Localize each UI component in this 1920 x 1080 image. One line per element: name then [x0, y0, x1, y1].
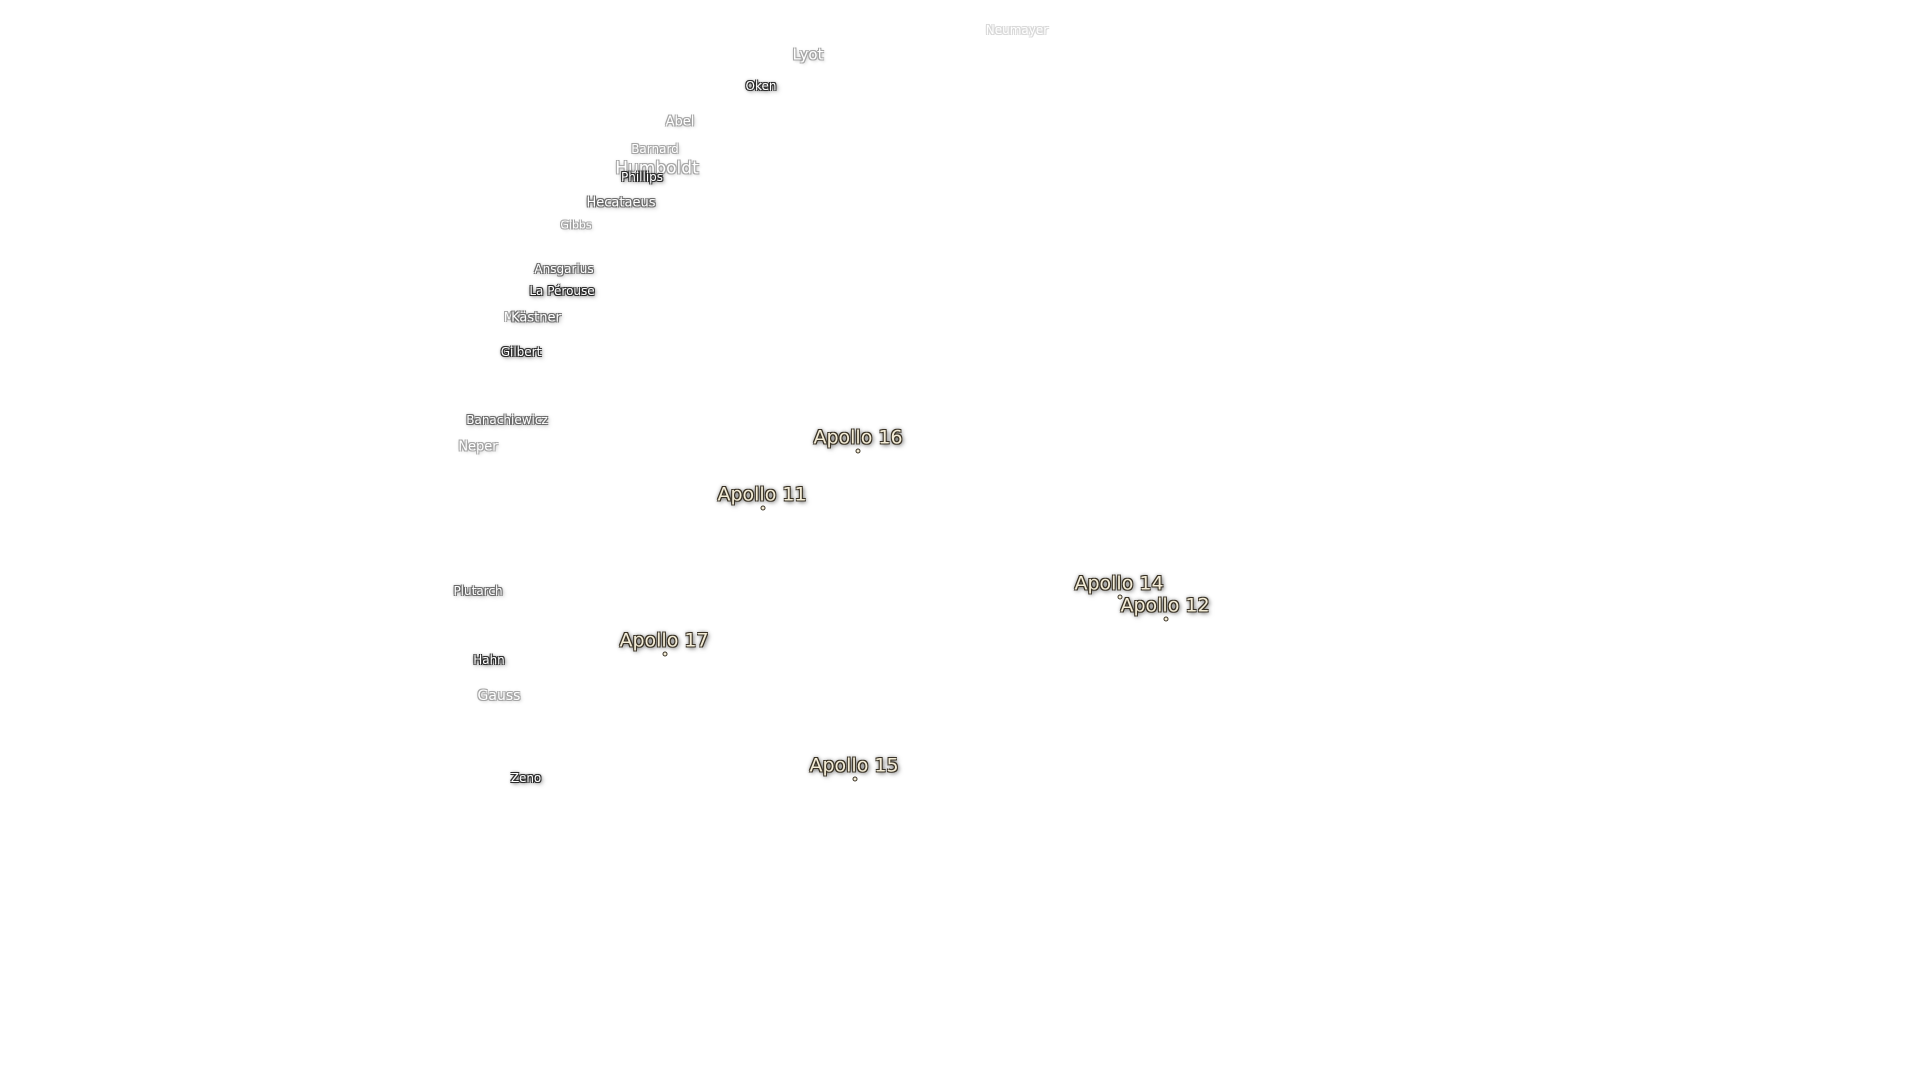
landing-site-label: Apollo 15 [809, 754, 899, 777]
landing-site-label: Apollo 14 [1074, 572, 1164, 595]
crater-label-gibbs[interactable]: Gibbs [560, 218, 592, 232]
landing-site-marker-icon [1117, 594, 1123, 600]
landing-site-marker-icon [855, 448, 861, 454]
crater-label-neumayer[interactable]: Neumayer [985, 23, 1049, 37]
crater-label-humboldt[interactable]: Humboldt [615, 158, 699, 179]
landing-site-label: Apollo 12 [1120, 594, 1210, 617]
crater-label-phillips[interactable]: Phillips [620, 170, 664, 184]
crater-label-ansgarius[interactable]: Ansgarius [534, 262, 594, 276]
crater-label-kastner[interactable]: Kästner [511, 310, 561, 326]
crater-label-lyot[interactable]: Lyot [792, 45, 824, 64]
crater-label-gauss[interactable]: Gauss [477, 688, 521, 704]
crater-label-hahn[interactable]: Hahn [473, 653, 505, 667]
crater-label-m-partial[interactable]: M [503, 310, 515, 324]
crater-label-oken[interactable]: Oken [745, 79, 777, 93]
crater-label-abel[interactable]: Abel [665, 114, 695, 130]
landing-site-marker-icon [852, 776, 858, 782]
crater-label-barnard[interactable]: Barnard [631, 142, 679, 156]
landing-site-marker-icon [662, 651, 668, 657]
landing-site-label: Apollo 16 [813, 426, 903, 449]
crater-label-gilbert[interactable]: Gilbert [500, 345, 542, 359]
landing-site-marker-icon [760, 505, 766, 511]
crater-label-la-perouse[interactable]: La Pérouse [529, 284, 595, 298]
crater-label-zeno[interactable]: Zeno [510, 771, 542, 785]
landing-site-label: Apollo 17 [619, 629, 709, 652]
crater-label-neper[interactable]: Neper [458, 439, 498, 455]
landing-site-label: Apollo 11 [717, 483, 807, 506]
landing-site-marker-icon [1163, 616, 1169, 622]
crater-label-plutarch[interactable]: Plutarch [453, 584, 503, 598]
crater-label-hecataeus[interactable]: Hecataeus [586, 195, 656, 211]
crater-label-banachiewicz[interactable]: Banachiewicz [466, 413, 548, 427]
